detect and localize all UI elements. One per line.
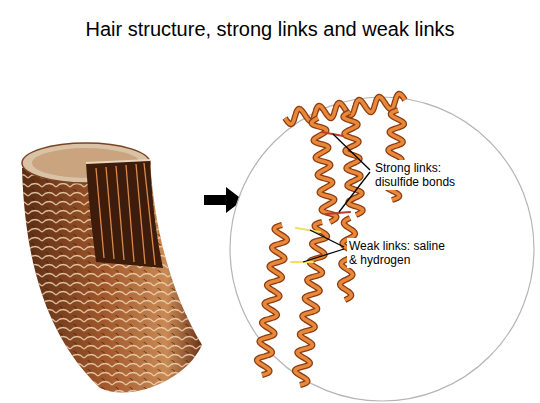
section-edge bbox=[86, 160, 150, 163]
helix-outline bbox=[295, 222, 327, 385]
leader-line bbox=[303, 249, 344, 262]
leader-line bbox=[310, 230, 344, 247]
disulfide-bond bbox=[322, 132, 343, 136]
cuticle-scales bbox=[0, 140, 220, 403]
callout-label: Weak links: saline & hydrogen bbox=[347, 238, 451, 268]
bonds bbox=[291, 132, 350, 262]
title: Hair structure, strong links and weak li… bbox=[0, 17, 540, 41]
weak-bond bbox=[296, 228, 320, 232]
leader-line bbox=[339, 172, 370, 212]
magnifier-circle bbox=[230, 97, 534, 401]
helix-ribbon bbox=[343, 112, 362, 215]
weak-bond bbox=[291, 261, 313, 263]
helix-ribbon bbox=[257, 225, 287, 375]
helix-outline bbox=[257, 225, 287, 375]
callout-label: Strong links: disulfide bonds bbox=[373, 160, 477, 190]
helix-outline bbox=[343, 112, 362, 215]
cortex-fibers bbox=[96, 163, 155, 265]
helix-ribbon bbox=[295, 222, 327, 385]
cut-away bbox=[86, 160, 163, 268]
leader-line bbox=[333, 134, 370, 170]
disulfide-bond bbox=[326, 212, 350, 214]
